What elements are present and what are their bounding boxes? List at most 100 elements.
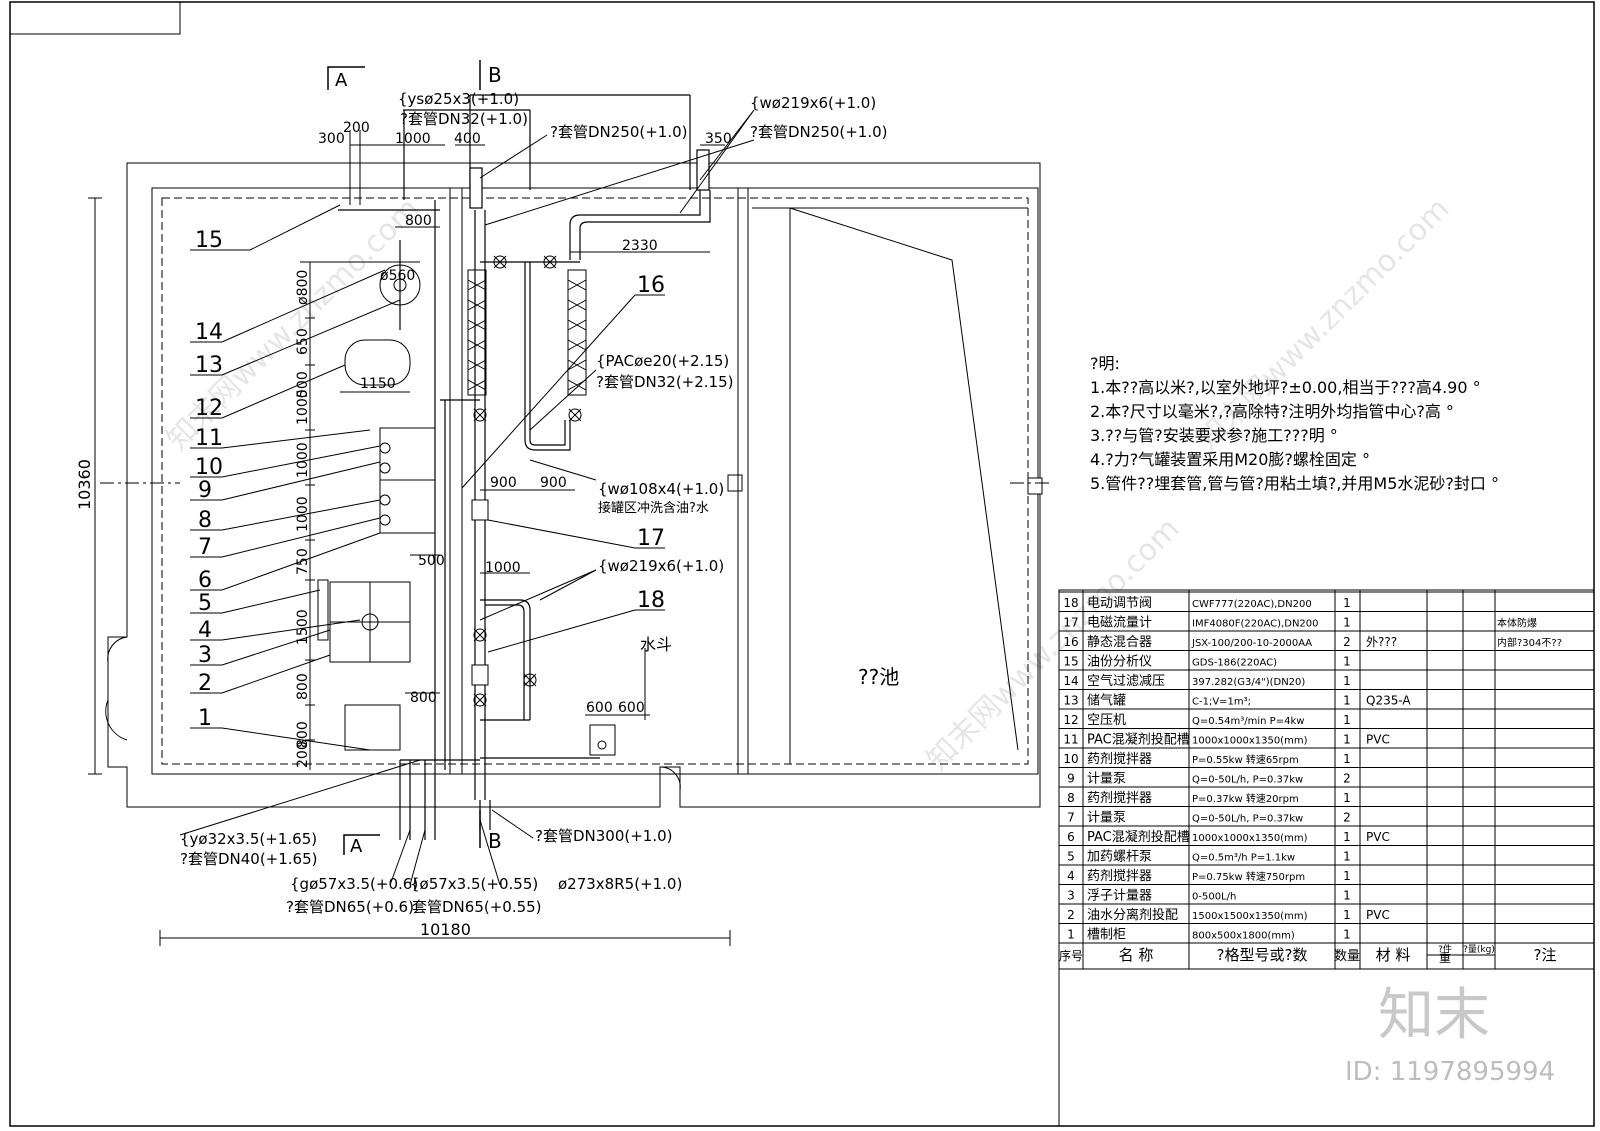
bom-name: PAC混凝剂投配槽 — [1087, 732, 1190, 748]
bom-header-material: 材 料 — [1376, 946, 1411, 964]
bom-qty: 1 — [1343, 908, 1351, 922]
dim-d800: ø800 — [295, 270, 311, 305]
title-tab — [9, 1, 181, 35]
bom-name: 储气罐 — [1087, 693, 1126, 709]
callout-leaders — [179, 109, 755, 886]
dim-800-v: 800 — [295, 673, 311, 700]
bom-remark: 内部?304不?? — [1497, 636, 1562, 649]
bom-no: 5 — [1067, 850, 1075, 864]
bom-no: 18 — [1063, 596, 1078, 610]
bom-qty: 2 — [1343, 811, 1351, 825]
dim-2330: 2330 — [622, 238, 658, 254]
bom-name: 油份分析仪 — [1087, 655, 1152, 670]
bom-no: 15 — [1063, 655, 1078, 669]
dim-10360: 10360 — [75, 459, 94, 510]
bom-name: 加药螺杆泵 — [1087, 850, 1152, 865]
bom-name: PAC混凝剂投配槽 — [1087, 829, 1190, 845]
section-a-top: A — [335, 70, 348, 91]
pipe-ys-top: {ysø25x3(+1.0) — [398, 90, 519, 108]
dim-500-v: 500 — [295, 371, 311, 398]
bom-header-no: 序号 — [1059, 948, 1083, 963]
dim-500-h: 500 — [418, 553, 445, 569]
dim-800-v2: 800 — [295, 721, 311, 748]
bom-name: 计量泵 — [1087, 772, 1126, 787]
section-b-top: B — [488, 63, 502, 87]
bom-qty: 2 — [1343, 635, 1351, 649]
bom-qty: 1 — [1343, 850, 1351, 864]
bom-qty: 1 — [1343, 616, 1351, 630]
valves — [471, 255, 582, 707]
callout-13: 13 — [195, 353, 223, 378]
callout-8: 8 — [198, 508, 212, 533]
callout-1: 1 — [198, 706, 212, 731]
bom-qty: 1 — [1343, 596, 1351, 610]
building-outline — [105, 162, 1043, 808]
bom-qty: 2 — [1343, 772, 1351, 786]
bom-material: 外??? — [1366, 635, 1397, 649]
bom-no: 12 — [1063, 713, 1078, 727]
bom-no: 2 — [1067, 908, 1075, 922]
bom-header-weight-label: 重 — [1439, 951, 1451, 965]
notes-title: ?明: — [1090, 354, 1120, 373]
pipe-pac: {PACøe20(+2.15) — [596, 352, 729, 370]
bom-qty: 1 — [1343, 791, 1351, 805]
callout-17: 17 — [637, 526, 665, 551]
callout-10: 10 — [195, 455, 223, 480]
bom-spec: 1000x1000x1350(mm) — [1192, 833, 1308, 844]
bom-material: PVC — [1366, 733, 1390, 747]
bom-remark: 本体防爆 — [1497, 617, 1537, 630]
pipe-w108: {wø108x4(+1.0) — [598, 480, 724, 498]
bom-no: 11 — [1063, 733, 1078, 747]
watermark-id: ID: 1197895994 — [1345, 1057, 1555, 1087]
bom-header-remark: ?注 — [1534, 946, 1557, 964]
dim-750: 750 — [295, 548, 311, 575]
bom-name: 电磁流量计 — [1087, 616, 1152, 631]
callout-11: 11 — [195, 426, 223, 451]
sleeve-dn40: ?套管DN40(+1.65) — [180, 850, 318, 868]
pipe-57b: {ø57x3.5(+0.55) — [410, 875, 538, 893]
bom-qty: 1 — [1343, 713, 1351, 727]
dimension-lines — [88, 130, 731, 946]
pipe-g57: {gø57x3.5(+0.6) — [290, 875, 418, 893]
dim-800-top: 800 — [405, 213, 432, 229]
note-4: 4.?力?气罐装置采用M20膨?螺栓固定 ° — [1090, 450, 1370, 469]
callout-5: 5 — [198, 591, 212, 616]
callout-6: 6 — [198, 568, 212, 593]
bom-qty: 1 — [1343, 655, 1351, 669]
dim-900-b: 900 — [540, 475, 567, 491]
dim-350: 350 — [705, 131, 732, 147]
static-mixers — [467, 269, 587, 396]
bom-name: 空气过滤减压 — [1087, 673, 1165, 689]
pipe-w219-mid: {wø219x6(+1.0) — [598, 557, 724, 575]
dim-1000-top: 1000 — [395, 131, 431, 147]
bom-spec: 0-500L/h — [1192, 892, 1236, 903]
dim-300: 300 — [318, 131, 345, 147]
bom-qty: 1 — [1343, 694, 1351, 708]
bom-name: 槽制柜 — [1087, 928, 1126, 943]
bom-material: PVC — [1366, 908, 1390, 922]
sleeve-dn300: ?套管DN300(+1.0) — [535, 827, 673, 845]
equipment-left — [317, 264, 616, 756]
sleeve-dn32-pac: ?套管DN32(+2.15) — [596, 373, 734, 391]
dim-1000-v2: 1000 — [295, 442, 311, 478]
bom-spec: Q=0-50L/h, P=0.37kw — [1192, 814, 1303, 825]
bom-spec: JSX-100/200-10-2000AA — [1191, 638, 1312, 649]
bom-name: 静态混合器 — [1087, 635, 1152, 650]
dim-1500: 1500 — [295, 609, 311, 645]
dim-1000-v3: 1000 — [295, 496, 311, 532]
bom-header-qty: 数量 — [1334, 949, 1360, 964]
callout-14: 14 — [195, 320, 223, 345]
bom-name: 油水分离剂投配 — [1087, 907, 1178, 923]
bom-name: 计量泵 — [1087, 811, 1126, 826]
bom-no: 3 — [1067, 889, 1075, 903]
bom-no: 16 — [1063, 635, 1078, 649]
sleeve-dn250-a: ?套管DN250(+1.0) — [550, 123, 688, 141]
bom-name: 药剂搅拌器 — [1087, 790, 1152, 806]
bom-name: 药剂搅拌器 — [1087, 868, 1152, 884]
bom-header-name: 名 称 — [1119, 946, 1154, 964]
dim-900-a: 900 — [490, 475, 517, 491]
bom-no: 13 — [1063, 694, 1078, 708]
bom-no: 1 — [1067, 928, 1075, 942]
